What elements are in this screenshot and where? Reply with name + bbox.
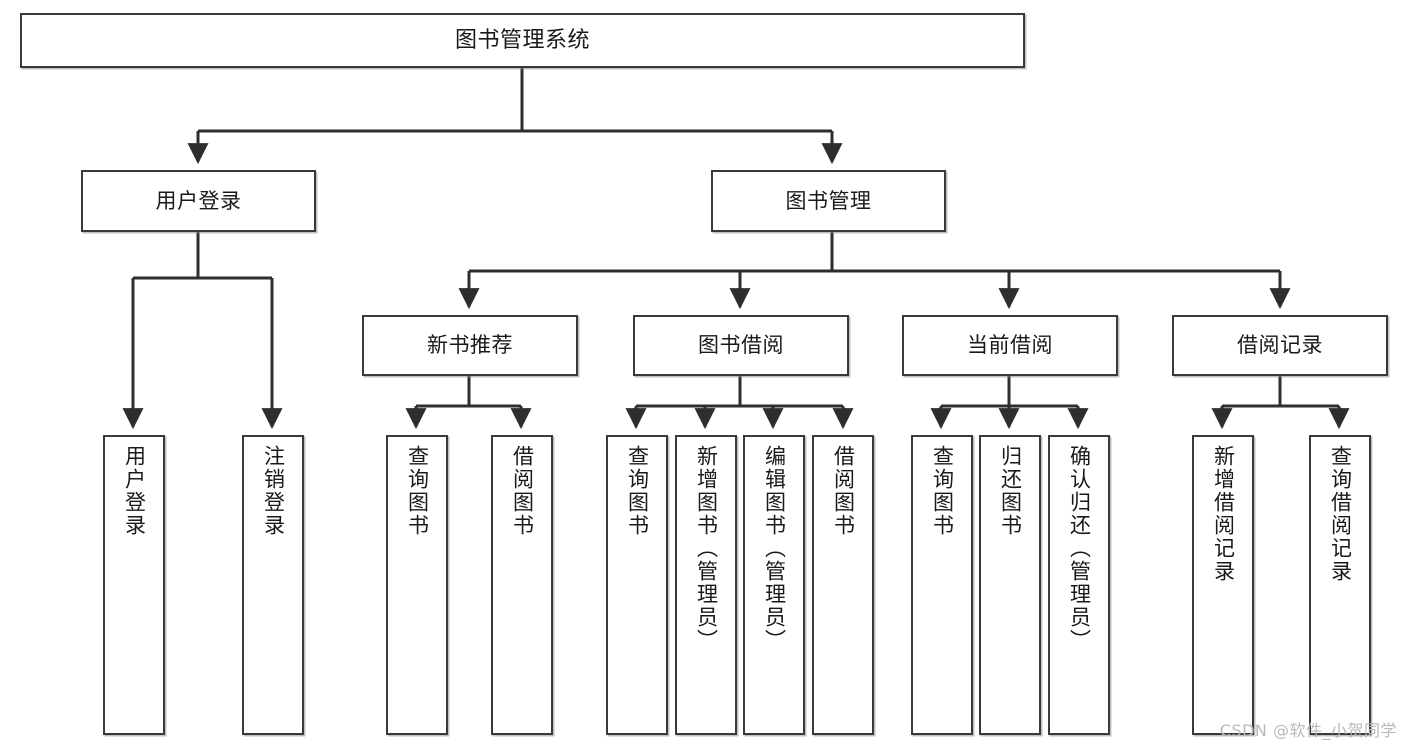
node-label: 归还图书 (998, 445, 1023, 537)
node-label: 编辑图书（管理员） (762, 445, 787, 652)
node-label: 当前借阅 (967, 333, 1053, 358)
node-label: 确认归还（管理员） (1067, 445, 1092, 652)
leaf-query-borrow-record[interactable]: 查询借阅记录 (1309, 435, 1371, 735)
node-label: 新增图书（管理员） (694, 445, 719, 652)
leaf-user-login[interactable]: 用户登录 (103, 435, 165, 735)
leaf-logout-login[interactable]: 注销登录 (242, 435, 304, 735)
node-borrow-record[interactable]: 借阅记录 (1172, 315, 1388, 376)
leaf-borrow-book-1[interactable]: 借阅图书 (491, 435, 553, 735)
node-label: 借阅记录 (1237, 333, 1323, 358)
leaf-confirm-return-admin[interactable]: 确认归还（管理员） (1048, 435, 1110, 735)
node-label: 图书借阅 (698, 333, 784, 358)
leaf-add-book-admin[interactable]: 新增图书（管理员） (675, 435, 737, 735)
node-book-manage[interactable]: 图书管理 (711, 170, 946, 232)
node-label: 用户登录 (155, 188, 242, 213)
leaf-query-book-2[interactable]: 查询图书 (606, 435, 668, 735)
node-label: 图书管理系统 (454, 27, 590, 53)
node-label: 查询图书 (405, 445, 430, 537)
leaf-add-borrow-record[interactable]: 新增借阅记录 (1192, 435, 1254, 735)
leaf-query-book-1[interactable]: 查询图书 (386, 435, 448, 735)
node-label: 新增借阅记录 (1211, 445, 1236, 583)
node-label: 查询图书 (930, 445, 955, 537)
node-label: 查询图书 (625, 445, 650, 537)
node-label: 借阅图书 (510, 445, 535, 537)
node-current-borrow[interactable]: 当前借阅 (902, 315, 1118, 376)
leaf-return-book[interactable]: 归还图书 (979, 435, 1041, 735)
node-label: 图书管理 (785, 188, 872, 213)
node-label: 用户登录 (122, 445, 147, 537)
node-label: 查询借阅记录 (1328, 445, 1353, 583)
node-root-system[interactable]: 图书管理系统 (20, 13, 1025, 68)
node-label: 注销登录 (261, 445, 286, 537)
leaf-edit-book-admin[interactable]: 编辑图书（管理员） (743, 435, 805, 735)
node-label: 新书推荐 (427, 333, 513, 358)
node-user-login[interactable]: 用户登录 (81, 170, 316, 232)
node-label: 借阅图书 (831, 445, 856, 537)
node-book-borrow[interactable]: 图书借阅 (633, 315, 849, 376)
leaf-borrow-book-2[interactable]: 借阅图书 (812, 435, 874, 735)
leaf-query-book-3[interactable]: 查询图书 (911, 435, 973, 735)
node-new-book-recommend[interactable]: 新书推荐 (362, 315, 578, 376)
